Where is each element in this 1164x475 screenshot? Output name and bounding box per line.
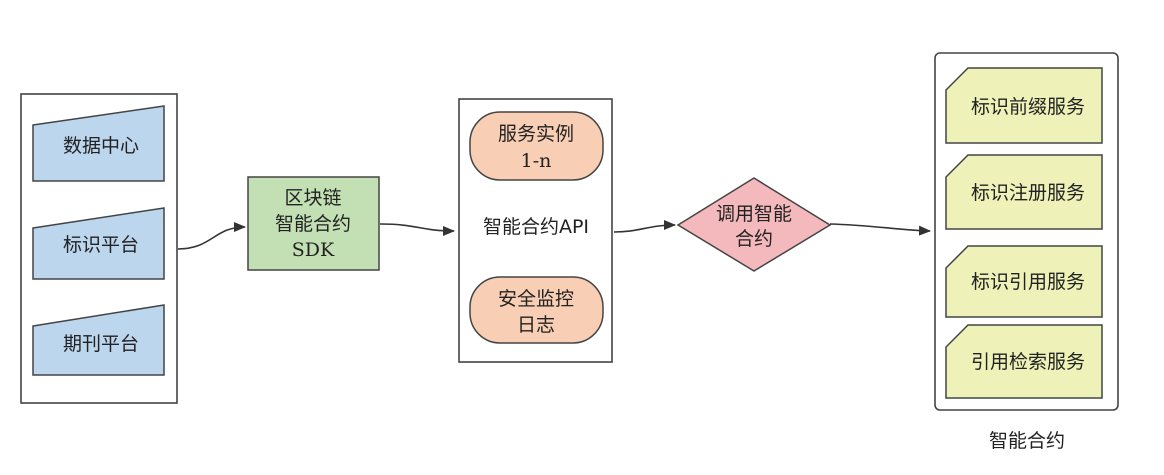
contract-item-prefix-service: 标识前缀服务 bbox=[945, 67, 1103, 144]
sdk-rect bbox=[247, 176, 380, 271]
source-item-data-center: 数据中心 bbox=[32, 105, 165, 182]
contract-label: 引用检索服务 bbox=[971, 351, 1085, 373]
contract-item-registration-service: 标识注册服务 bbox=[945, 154, 1103, 230]
api-label: 智能合约API bbox=[483, 216, 589, 238]
card-shape bbox=[945, 154, 1103, 230]
manual-input-shape bbox=[32, 105, 165, 182]
arrow-sources-to-sdk bbox=[177, 222, 246, 250]
card-shape bbox=[945, 67, 1103, 144]
monitor-label-line2: 日志 bbox=[517, 314, 555, 336]
source-label: 期刊平台 bbox=[63, 333, 139, 355]
sdk-label-line3: SDK bbox=[292, 239, 335, 261]
source-label: 数据中心 bbox=[63, 135, 139, 157]
arrow-sdk-to-api bbox=[379, 223, 455, 236]
sdk-box: 区块链 智能合约 SDK bbox=[247, 176, 380, 271]
contract-label: 标识引用服务 bbox=[971, 271, 1085, 293]
contract-item-retrieval-service: 引用检索服务 bbox=[945, 324, 1103, 399]
source-item-identifier-platform: 标识平台 bbox=[32, 207, 165, 280]
contract-item-reference-service: 标识引用服务 bbox=[945, 245, 1103, 318]
contracts-caption: 智能合约 bbox=[988, 430, 1065, 452]
manual-input-shape bbox=[32, 304, 165, 376]
manual-input-shape bbox=[32, 207, 165, 280]
pill-shape bbox=[469, 276, 604, 344]
arrow-invoke-to-contracts bbox=[829, 223, 931, 236]
api-group: 服务实例 1-n 智能合约API 安全监控 日志 bbox=[458, 98, 613, 363]
sdk-label-line1: 区块链 bbox=[284, 187, 341, 209]
source-label: 标识平台 bbox=[63, 234, 139, 256]
source-item-journal-platform: 期刊平台 bbox=[32, 304, 165, 376]
monitor-label-line1: 安全监控 bbox=[498, 288, 574, 310]
sdk-label-line2: 智能合约 bbox=[275, 213, 351, 235]
invoke-label-line2: 合约 bbox=[735, 228, 773, 250]
diamond-shape bbox=[676, 177, 832, 272]
arrow-api-to-invoke bbox=[613, 220, 676, 233]
card-shape bbox=[945, 245, 1103, 318]
service-label-line1: 服务实例 bbox=[498, 123, 574, 145]
contracts-group: 标识前缀服务 标识注册服务 标识引用服务 引用检索服务 bbox=[934, 52, 1119, 411]
contract-label: 标识注册服务 bbox=[971, 182, 1085, 204]
security-monitor-pill: 安全监控 日志 bbox=[469, 276, 604, 344]
service-label-line2: 1-n bbox=[521, 150, 552, 172]
sources-group: 数据中心 标识平台 期刊平台 bbox=[20, 93, 178, 404]
invoke-diamond: 调用智能 合约 bbox=[676, 177, 832, 272]
pill-shape bbox=[469, 111, 604, 181]
invoke-label-line1: 调用智能 bbox=[716, 203, 792, 225]
service-instance-pill: 服务实例 1-n bbox=[469, 111, 604, 181]
card-shape bbox=[945, 324, 1103, 399]
contract-label: 标识前缀服务 bbox=[971, 96, 1085, 118]
